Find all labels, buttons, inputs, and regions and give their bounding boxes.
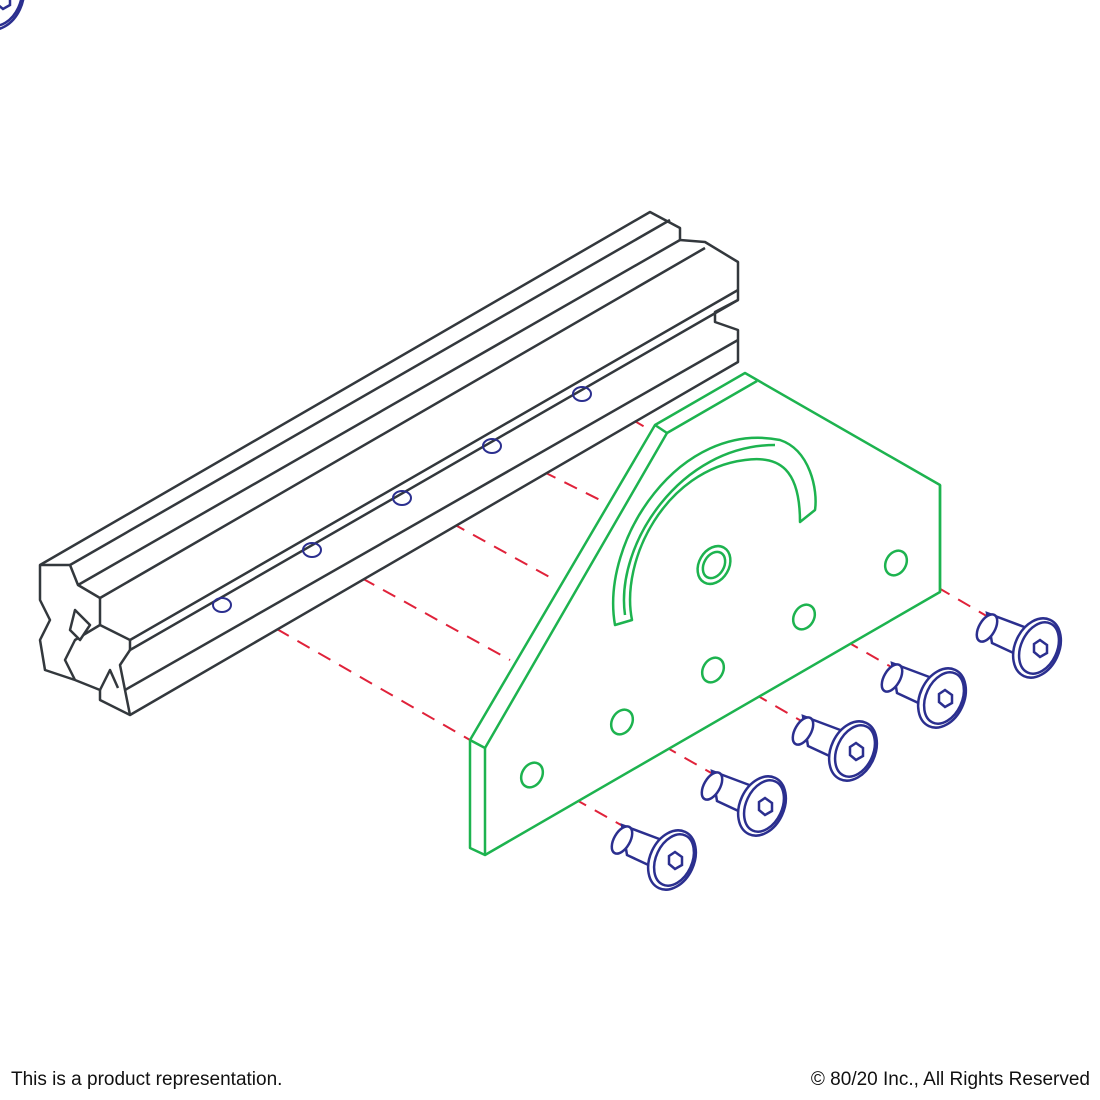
mount-hole (883, 549, 909, 577)
mount-hole (791, 603, 817, 631)
center-hole (696, 544, 732, 586)
mount-hole (609, 708, 635, 736)
motor-slot (612, 436, 817, 627)
bolts (0, 0, 1072, 899)
motor-mount-plate (468, 371, 942, 857)
mount-hole (519, 761, 545, 789)
profile-center-icon (68, 608, 92, 642)
t-nuts (212, 386, 592, 613)
t-slot-extrusion (38, 210, 740, 717)
hex-socket-icon (0, 0, 12, 11)
assembly-guide-lines (234, 394, 991, 831)
copyright-text: © 80/20 Inc., All Rights Reserved (810, 1069, 1090, 1090)
button-head-bolt (0, 0, 26, 31)
mount-hole (700, 656, 726, 684)
disclaimer-text: This is a product representation. (11, 1069, 283, 1090)
